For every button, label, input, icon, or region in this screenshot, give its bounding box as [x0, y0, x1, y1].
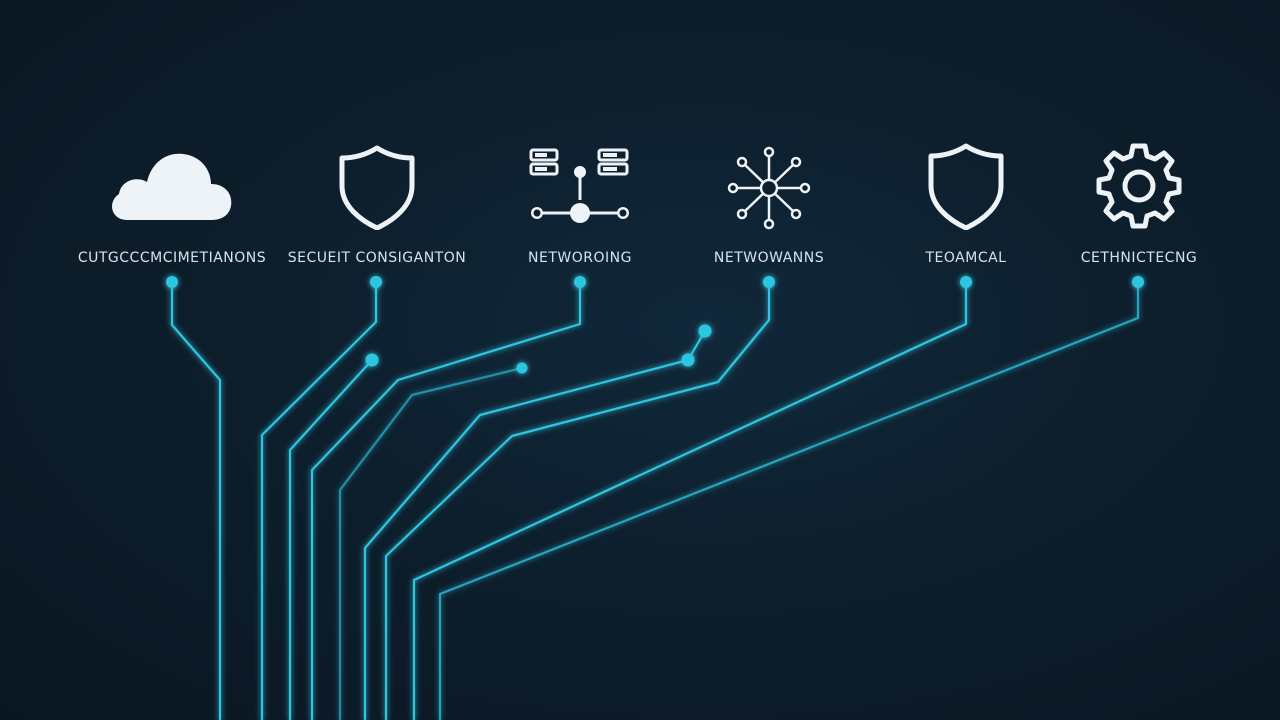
- junction-dot: [698, 324, 712, 338]
- connector-line-networking: [310, 280, 582, 720]
- node-label-networks: NETWOWANNS: [713, 250, 825, 266]
- connector-dot-technical: [960, 276, 972, 288]
- connector-line-technical: [412, 280, 968, 720]
- server-network-icon: [529, 148, 629, 223]
- junction-dot: [516, 362, 528, 374]
- connector-line-networks: [384, 280, 771, 720]
- connector-line-networks-branch: [363, 329, 707, 720]
- node-label-technical: TEOAMCAL: [925, 250, 1007, 266]
- gear-icon: [1096, 143, 1182, 229]
- node-certification: CETHNICTECNG: [1029, 140, 1249, 266]
- node-technical: TEOAMCAL: [856, 140, 1076, 266]
- shield-icon: [339, 145, 415, 230]
- node-security: SECUEIT CONSIGANTON: [267, 140, 487, 266]
- junction-dot: [681, 353, 695, 367]
- node-cloud: CUTGCCCMCIMETIANONS: [62, 140, 282, 266]
- connector-line-networking-branch: [338, 366, 524, 720]
- network-hub-icon: [727, 146, 811, 230]
- connector-dot-security: [370, 276, 382, 288]
- connector-dot-networking: [574, 276, 586, 288]
- node-networks: NETWOWANNS: [659, 140, 879, 266]
- node-networking: NETWOROING: [470, 140, 690, 266]
- node-label-cloud: CUTGCCCMCIMETIANONS: [77, 250, 267, 266]
- node-label-networking: NETWOROING: [528, 250, 632, 266]
- connector-line-certification: [438, 280, 1140, 720]
- cloud-icon: [112, 153, 232, 220]
- node-label-certification: CETHNICTECNG: [1080, 250, 1198, 266]
- node-label-security: SECUEIT CONSIGANTON: [287, 250, 467, 266]
- connector-line-security: [260, 280, 378, 720]
- connector-line-cloud: [170, 280, 222, 720]
- connector-dot-certification: [1132, 276, 1144, 288]
- shield-icon: [928, 143, 1004, 230]
- connector-dot-networks: [763, 276, 775, 288]
- connector-line-security-branch: [288, 358, 374, 720]
- connector-dot-cloud: [166, 276, 178, 288]
- junction-dot: [365, 353, 379, 367]
